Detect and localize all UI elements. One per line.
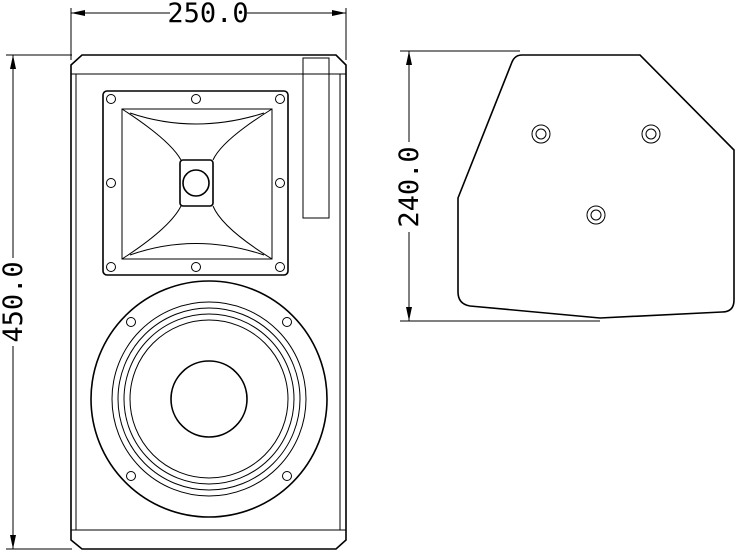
depth-label: 240.0 xyxy=(394,146,425,227)
mounting-points xyxy=(531,124,661,225)
mount-point-inner xyxy=(535,128,547,140)
front-view xyxy=(70,54,347,550)
depth-arrow-bottom xyxy=(406,307,412,321)
woofer-screw-holes xyxy=(126,317,292,481)
screw-hole xyxy=(191,94,201,104)
woofer-surround-inner xyxy=(123,313,295,485)
height-dimension: 450.0 xyxy=(0,54,72,550)
mount-point-inner xyxy=(645,128,657,140)
screw-hole xyxy=(275,262,285,272)
horn-throat xyxy=(179,159,214,207)
compression-driver xyxy=(182,169,210,197)
horn-curves xyxy=(129,112,265,256)
front-cabinet-outline xyxy=(70,54,347,550)
woofer-surround-mid xyxy=(117,307,301,491)
side-view xyxy=(457,54,735,319)
height-label: 450.0 xyxy=(0,261,29,342)
depth-dimension: 240.0 xyxy=(394,50,600,322)
bass-port xyxy=(302,57,330,219)
screw-hole xyxy=(191,262,201,272)
height-arrow-top xyxy=(10,55,16,69)
screw-hole xyxy=(275,178,285,188)
woofer-dust-cap xyxy=(170,360,248,438)
width-arrow-right xyxy=(332,10,346,16)
mount-point-outer xyxy=(586,205,606,225)
woofer-frame xyxy=(90,280,328,518)
screw-hole xyxy=(126,471,136,481)
width-label: 250.0 xyxy=(167,0,248,29)
screw-hole xyxy=(106,262,116,272)
horn-tweeter xyxy=(102,90,289,276)
depth-arrow-top xyxy=(406,51,412,65)
woofer xyxy=(90,280,328,518)
horn-screw-holes xyxy=(106,94,285,272)
width-arrow-left xyxy=(71,10,85,16)
woofer-surround-outer xyxy=(111,301,307,497)
screw-hole xyxy=(106,178,116,188)
screw-hole xyxy=(282,471,292,481)
horn-flange-inner xyxy=(121,108,273,260)
screw-hole xyxy=(126,317,136,327)
screw-hole xyxy=(106,94,116,104)
side-cabinet-outline xyxy=(457,54,735,319)
horn-walls xyxy=(121,108,273,260)
screw-hole xyxy=(275,94,285,104)
horn-flange-outer xyxy=(102,90,289,276)
screw-hole xyxy=(282,317,292,327)
width-dimension: 250.0 xyxy=(70,0,347,60)
woofer-cone-edge xyxy=(129,319,289,479)
mount-point-inner xyxy=(590,209,602,221)
mount-point-outer xyxy=(531,124,551,144)
mount-point-outer xyxy=(641,124,661,144)
height-arrow-bottom xyxy=(10,535,16,549)
